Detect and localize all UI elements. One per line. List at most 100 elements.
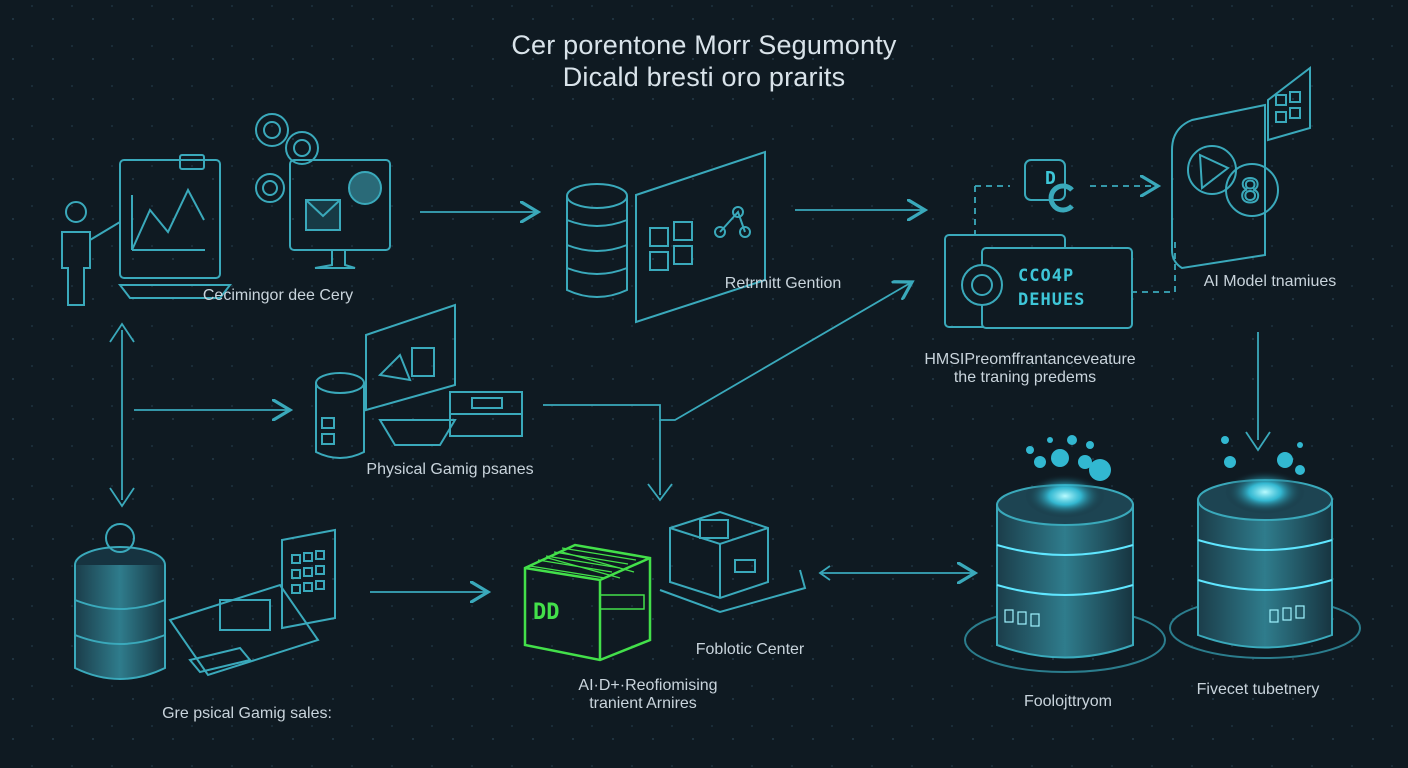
stylus-icon [188,646,252,674]
box-edges-icon [669,527,769,598]
node-links-icon [719,210,746,233]
node-foblotic-icon [659,510,807,614]
ring-icon-1 [255,113,289,147]
box-slot-icon [699,519,729,539]
green-chip-row-icon [599,594,645,610]
label-hmsi-line2: the traning predems [953,369,1097,386]
box-body-icon [669,510,769,600]
label-ai-model: AI Model tnamiues [1203,273,1337,290]
arrowhead-left-foblotic [818,565,831,581]
presentation-board-icon [119,159,221,279]
diagram-title: Cer porentone Morr Segumonty [511,30,897,60]
drum-slot-icon-2 [321,433,335,445]
glow-core-icon-2 [1225,470,1305,514]
label-foblotic: Foblotic Center [695,641,805,658]
green-grid-icon [529,547,637,579]
dashed-connector-right [1120,240,1176,293]
keyboard-base-icon [117,284,233,299]
box-platform-icon [659,569,807,614]
chip-square-icon-4 [1289,107,1301,119]
arrowhead-up-left [109,322,135,343]
arrowhead-down-left [109,487,135,508]
arrowhead-down-right [1245,431,1271,452]
person-body-icon [61,231,91,306]
pie-chart-icon [348,171,382,205]
logo-tile-icon [1024,159,1066,201]
server-tower-icon-2 [1197,499,1333,649]
diagram-subtitle: Dicald bresti oro prarits [562,62,846,92]
hmsi-screen-line2: DEHUES [1018,290,1086,310]
server-tower-icon [996,504,1134,659]
label-aiproc-line2: tranient Arnires [589,695,697,712]
node-gre-icon [74,523,336,680]
ring-icon-2-inner [293,139,311,157]
barrel-body-icon [74,565,166,680]
label-physical: Physical Gamig psanes [366,461,534,478]
arrowhead-down-aiproc [647,483,673,502]
tile-icon-3 [649,251,669,271]
node-cecimingor-icon [61,113,391,306]
screen-shape-icon [377,353,412,382]
monitor-icon [289,159,391,251]
server-slots-icon-2 [1269,605,1305,623]
server-bands-glow-icon-2 [1197,539,1333,591]
keypad-icon [291,550,325,594]
person-arm-icon [89,221,121,241]
barrel-knob-icon [105,523,135,553]
label-foolojt: Foolojttryom [1023,693,1113,710]
node-retrimit-icon [566,150,766,324]
chat-bubble-icon [179,154,205,170]
label-retrimit: Retrmitt Gention [724,275,842,292]
person-head-icon [65,201,87,223]
node-fivecet-icon [1169,436,1361,659]
tile-icon-1 [649,227,669,247]
label-gre: Gre psical Gamig sales: [162,705,332,722]
tablet-screen-icon [635,150,766,324]
play-triangle-icon [1198,153,1230,190]
console-base-icon [378,419,457,446]
connectors [109,186,1271,592]
handheld-device-icon [281,528,336,630]
chip-square-icon-3 [1275,111,1287,123]
node-aiproc-icon [523,543,652,662]
server-body-icon [566,196,628,298]
server-bands-glow-icon [996,544,1134,596]
drum-body-icon [315,383,365,459]
chip-panel-icon [1267,65,1311,142]
bubble-cluster-icon-2 [1221,436,1305,475]
green-cube-edges-icon [524,556,651,660]
tile-icon-2 [673,221,693,241]
hmsi-screen-line1: CCO4P [1018,266,1075,286]
graph-axes-icon [131,195,205,251]
cartridge-icon-2 [449,413,523,437]
monitor-stand-icon [314,250,356,269]
server-bands-icon [566,219,628,275]
logo-glyph: D [1045,168,1056,189]
label-cecimingor: Cecimingor dee Cery [202,287,354,304]
tablet-device-icon [168,583,320,677]
node-aimodel-icon: 8 [1171,65,1311,270]
screen-panel-icon [981,247,1133,329]
barrel-bands-icon [74,599,166,645]
box-port-icon [734,559,756,573]
node-dot-icon-2 [732,206,744,218]
label-fivecet: Fivecet tubetnery [1196,681,1320,698]
ring-icon-3-inner [262,180,278,196]
line-graph-icon [131,187,205,251]
console-screen-icon [365,303,456,412]
ring-icon-2 [285,131,319,165]
tile-icon-4 [673,245,693,265]
cube-text: DD [533,600,560,625]
node-physical-icon [315,303,523,459]
glow-core-icon [1025,474,1105,518]
green-cube-outline-icon [523,543,652,662]
device-case-icon [1171,103,1266,270]
dial-ring-icon [1225,163,1279,217]
cartridge-label-icon [471,397,503,409]
screen-block-icon [411,347,435,377]
chip-square-icon-2 [1289,91,1301,103]
bubble-cluster-icon [1026,435,1111,481]
envelope-flap-icon [305,199,341,218]
